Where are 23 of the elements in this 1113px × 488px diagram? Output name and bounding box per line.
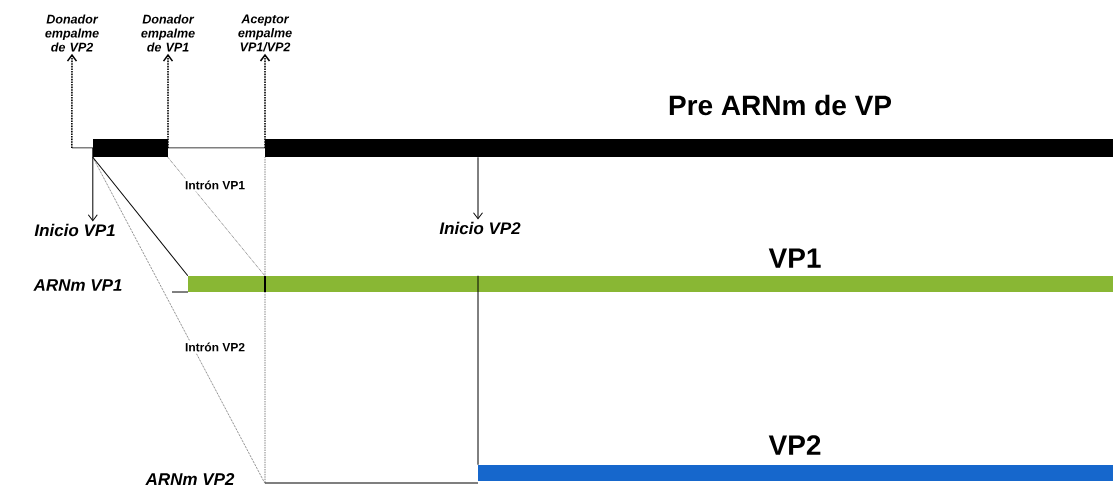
track-label: ARNm VP1	[31, 277, 125, 293]
connector-line	[477, 275, 479, 466]
intron-label: Intrón VP1	[183, 178, 247, 192]
guide-line	[264, 156, 266, 277]
arrow	[259, 53, 271, 149]
connector-line	[167, 156, 266, 277]
arrow	[162, 53, 174, 149]
splice-site-label: Aceptor empalme VP1/VP2	[238, 14, 292, 52]
track-label: ARNm VP2	[143, 471, 237, 487]
splice-site-label: Donador empalme de VP2	[45, 14, 99, 52]
intron-label: Intrón VP2	[183, 340, 247, 354]
bar-title: VP1	[768, 248, 821, 268]
start-label: Inicio VP2	[439, 221, 521, 235]
connector-line	[92, 156, 189, 277]
splice-site-label: Donador empalme de VP1	[141, 14, 195, 52]
arrow	[87, 147, 98, 222]
bar-title: Pre ARNm de VP	[669, 94, 892, 116]
start-label: Inicio VP1	[34, 223, 115, 237]
guide-line	[264, 291, 266, 484]
bar-title: VP2	[768, 435, 821, 455]
arrow	[473, 156, 483, 220]
connector-line	[92, 156, 266, 484]
arrow	[66, 53, 78, 149]
